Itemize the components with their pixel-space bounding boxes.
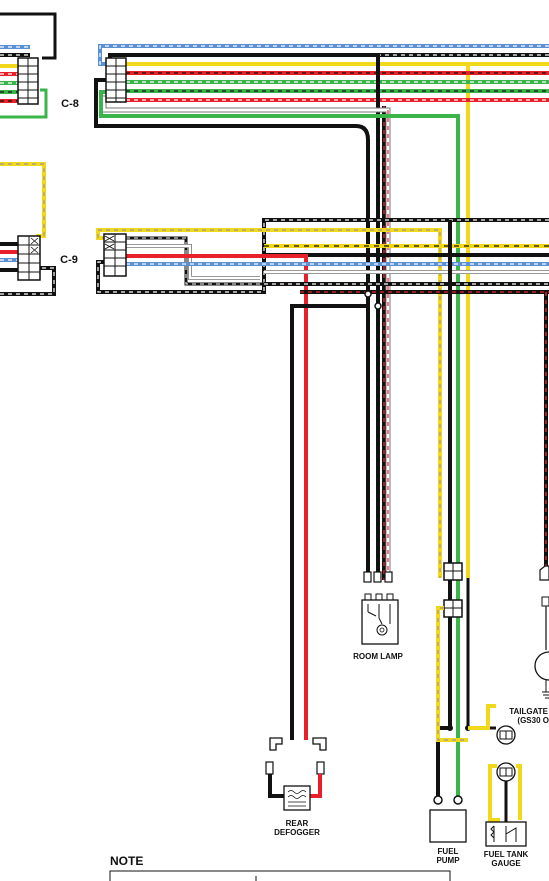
- fuel-tank-gauge: FUEL TANK GAUGE: [468, 704, 529, 868]
- rear-defogger-label-line1: REAR: [286, 819, 309, 828]
- c8-harness: [94, 44, 549, 802]
- fuel-pump-label-line1: FUEL: [438, 847, 459, 856]
- left-edge-harness: [0, 12, 57, 296]
- note-title: NOTE: [110, 854, 143, 868]
- fuel-pump-label-line2: PUMP: [436, 856, 460, 865]
- c9-harness: [96, 218, 549, 798]
- rear-defogger-label-line2: DEFOGGER: [274, 828, 320, 837]
- c9-label: C-9: [60, 254, 78, 266]
- room-lamp-label: ROOM LAMP: [353, 652, 403, 661]
- junction-dots: [364, 290, 471, 731]
- fuel-tank-gauge-label-line2: GAUGE: [491, 859, 521, 868]
- rear-defogger: REAR DEFOGGER: [265, 737, 327, 837]
- tailgate-label-line1: TAILGATE: [509, 707, 548, 716]
- tailgate-label-line2: (GS30 O: [517, 716, 549, 725]
- c8-label: C-8: [61, 98, 79, 110]
- tailgate: TAILGATE (GS30 O: [509, 565, 549, 725]
- note-section: NOTE: [109, 854, 451, 881]
- fuel-pump: FUEL PUMP: [429, 562, 496, 865]
- fuel-tank-gauge-label-line1: FUEL TANK: [484, 850, 529, 859]
- room-lamp: ROOM LAMP: [353, 571, 404, 661]
